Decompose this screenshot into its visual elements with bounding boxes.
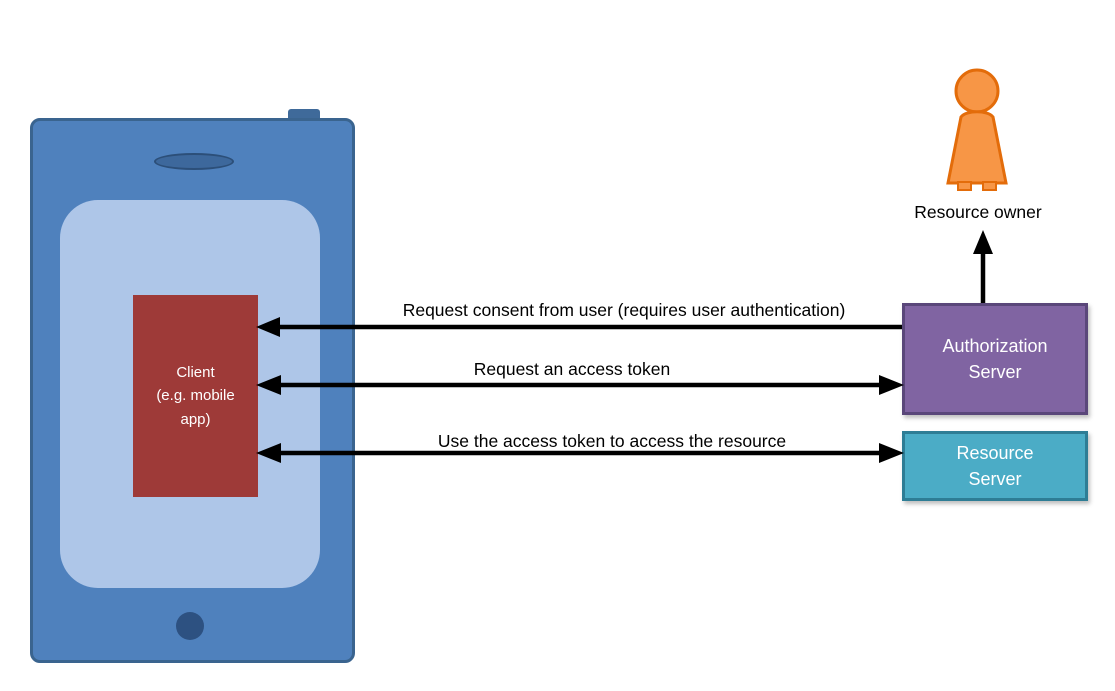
person-left-foot [957, 181, 972, 191]
authorization-server-label: Authorization Server [942, 335, 1048, 382]
phone-speaker-icon [154, 153, 234, 170]
arrow-auth-to-owner [973, 230, 993, 303]
client-box: Client (e.g. mobile app) [133, 295, 258, 497]
arrow-request-access-token-label: Request an access token [473, 359, 671, 379]
phone-home-button-icon [176, 612, 204, 640]
resource-server-label: Resource Server [956, 442, 1034, 489]
arrow-request-consent-label: Request consent from user (requires user… [402, 300, 846, 320]
resource-server-box: Resource Server [902, 431, 1088, 501]
person-right-foot [982, 181, 997, 191]
person-body [946, 110, 1008, 185]
resource-owner-label: Resource owner [914, 202, 1042, 222]
authorization-server-box: Authorization Server [902, 303, 1088, 415]
client-label: Client (e.g. mobile app) [156, 364, 235, 428]
person-head [954, 68, 1000, 114]
resource-owner-icon [946, 68, 1008, 191]
arrow-use-access-token-label: Use the access token to access the resou… [437, 431, 787, 451]
